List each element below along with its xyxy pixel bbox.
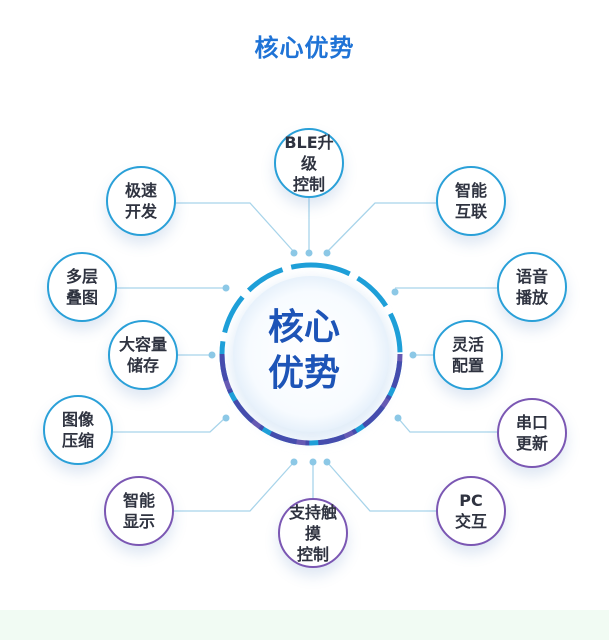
connector-dot (290, 249, 298, 257)
connector-pc (326, 461, 436, 512)
connector-fast-dev (175, 202, 295, 253)
connector-lines (113, 198, 497, 512)
connector-dot (222, 414, 230, 422)
node-ble-upgrade: BLE升级 控制 (274, 128, 344, 198)
connector-dot (290, 458, 298, 466)
node-serial-update: 串口 更新 (497, 398, 567, 468)
connector-dot (394, 414, 402, 422)
connector-dot (323, 249, 331, 257)
connector-dot (305, 249, 313, 257)
connector-dot (391, 288, 399, 296)
center-label: 核心 优势 (267, 307, 340, 394)
connector-serial (397, 417, 497, 433)
connector-smart-display (173, 461, 295, 512)
connector-dot (208, 351, 216, 359)
connector-smart-link (326, 202, 436, 253)
center-hub (233, 276, 389, 432)
node-smart-link: 智能 互联 (436, 166, 506, 236)
node-smart-display: 智能 显示 (104, 476, 174, 546)
node-touch-control: 支持触摸 控制 (278, 498, 348, 568)
node-fast-dev: 极速 开发 (106, 166, 176, 236)
node-config: 灵活 配置 (433, 320, 503, 390)
connector-dot (323, 458, 331, 466)
page-title: 核心优势 (254, 34, 355, 62)
connector-dots (208, 249, 417, 466)
node-multi-layer: 多层 叠图 (47, 252, 117, 322)
connector-dot (409, 351, 417, 359)
node-storage: 大容量 储存 (108, 320, 178, 390)
connector-dot (222, 284, 230, 292)
connector-dot (309, 458, 317, 466)
node-voice: 语音 播放 (497, 252, 567, 322)
node-image-compress: 图像 压缩 (43, 395, 113, 465)
connector-compress (113, 417, 226, 433)
node-pc-interaction: PC 交互 (436, 476, 506, 546)
